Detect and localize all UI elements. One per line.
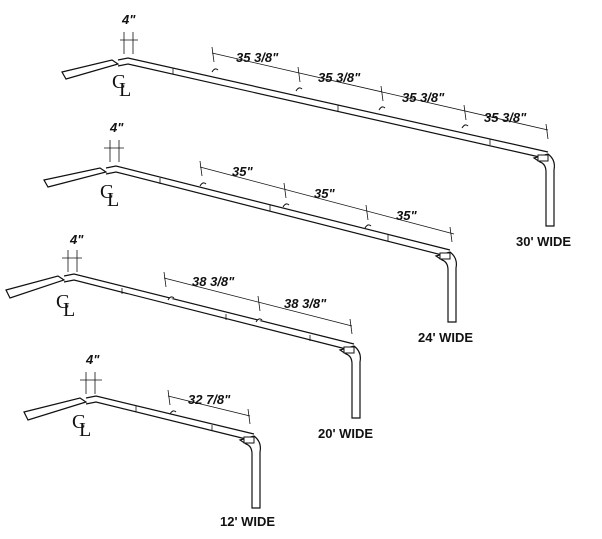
truss-leg (338, 345, 361, 419)
dim-tick (283, 182, 287, 199)
truss-plate (537, 154, 549, 162)
truss-24ft: 4" C L 35" 35" 35" 24' WIDE (43, 120, 473, 345)
spacing-label: 35 3/8" (484, 110, 527, 125)
dim-tick (163, 271, 167, 288)
spacing-label: 38 3/8" (192, 274, 235, 289)
purlin-bracket (461, 124, 469, 129)
dim-tick (449, 226, 453, 243)
truss-plate (243, 436, 255, 444)
truss-leg (434, 251, 457, 323)
truss-rafter-top (85, 395, 255, 435)
purlin-bracket (295, 87, 303, 92)
truss-rafter-top (63, 273, 355, 345)
spacing-dim-line (163, 277, 353, 327)
dim-tick (545, 123, 549, 140)
truss-plate (343, 346, 355, 354)
width-label: 20' WIDE (318, 426, 373, 441)
truss-rafter-top (105, 165, 451, 251)
centerline-symbol-l: L (119, 79, 131, 101)
spacing-label: 35" (314, 186, 335, 201)
truss-20ft: 4" C L 38 3/8" 38 3/8" 20' WIDE (5, 232, 373, 441)
dim-tick (349, 318, 353, 335)
truss-rafter-top (117, 57, 549, 153)
peak-offset-label: 4" (85, 352, 100, 367)
centerline-symbol: C (72, 411, 85, 433)
spacing-dim-line (211, 52, 549, 131)
purlin-bracket (199, 182, 207, 187)
dim-tick (211, 46, 215, 63)
purlin-bracket (211, 68, 219, 73)
dim-tick (297, 66, 301, 83)
dim-tick (257, 295, 261, 312)
purlin-bracket (282, 203, 290, 208)
truss-plate (439, 252, 451, 260)
spacing-label: 35 3/8" (236, 50, 279, 65)
truss-left-stub (23, 397, 88, 421)
spacing-label: 35 3/8" (318, 70, 361, 85)
peak-offset-label: 4" (69, 232, 84, 247)
width-label: 30' WIDE (516, 234, 571, 249)
truss-rafter-bottom (85, 401, 251, 441)
dim-tick (247, 408, 251, 425)
truss-rafter-bottom (63, 279, 351, 351)
truss-rafter-bottom (105, 171, 447, 257)
spacing-label: 35 3/8" (402, 90, 445, 105)
purlin-bracket (167, 296, 175, 301)
centerline-symbol: C (100, 181, 113, 203)
spacing-label: 38 3/8" (284, 296, 327, 311)
width-label: 24' WIDE (418, 330, 473, 345)
truss-leg (238, 435, 261, 509)
dim-tick (463, 104, 467, 121)
spacing-dim-line (167, 395, 251, 417)
truss-12ft: 4" C L 32 7/8" 12' WIDE (23, 352, 275, 529)
truss-rafter-bottom (117, 63, 545, 159)
truss-left-stub (43, 167, 108, 188)
centerline-symbol-l: L (63, 299, 75, 321)
purlin-bracket (378, 106, 386, 111)
centerline-symbol-l: L (79, 419, 91, 441)
purlin-bracket (169, 410, 177, 415)
peak-offset-label: 4" (121, 12, 136, 27)
purlin-bracket (364, 224, 372, 229)
spacing-dim-line (199, 166, 455, 235)
peak-offset-label: 4" (109, 120, 124, 135)
centerline-symbol: C (56, 291, 69, 313)
purlin-bracket (255, 318, 263, 323)
centerline-symbol: C (112, 71, 125, 93)
truss-leg (532, 153, 555, 227)
spacing-label: 35" (232, 164, 253, 179)
dim-tick (199, 160, 203, 177)
width-label: 12' WIDE (220, 514, 275, 529)
dim-tick (365, 204, 369, 221)
truss-left-stub (5, 275, 66, 299)
dim-tick (380, 85, 384, 102)
truss-30ft: 4" C L 35 3/8" 35 3/8" 35 3/8" 35 3/8" 3… (61, 12, 571, 249)
spacing-label: 35" (396, 208, 417, 223)
centerline-symbol-l: L (107, 189, 119, 211)
dim-tick (167, 389, 171, 406)
truss-left-stub (61, 59, 120, 80)
spacing-label: 32 7/8" (188, 392, 231, 407)
